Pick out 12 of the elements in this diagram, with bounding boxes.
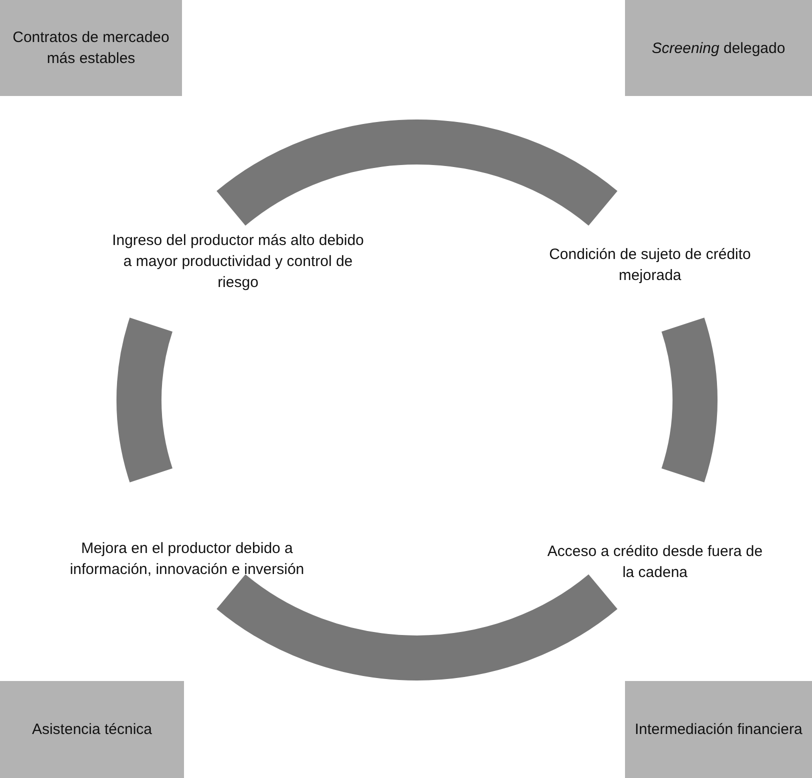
factor-box: [625, 0, 812, 96]
factor-box: [625, 681, 812, 778]
cycle-stage-label: Condición de sujeto de crédito mejorada: [548, 245, 752, 286]
cycle-stage-label: Acceso a crédito desde fuera de la cadena: [546, 542, 764, 583]
factor-box: [0, 681, 184, 778]
box-label: Intermediación financiera: [634, 720, 802, 740]
box-label: Contratos de mercadeo más estables: [12, 28, 170, 69]
box-label: Screening delegado: [652, 38, 786, 58]
cycle-stage-label: Ingreso del productor más alto debido a mayor productividad y control de riesgo: [111, 230, 365, 292]
factor-box: [0, 0, 182, 96]
cycle-stage-label: Mejora en el productor debido a información, innovación e inversión: [68, 539, 306, 580]
box-label: Asistencia técnica: [32, 720, 152, 740]
